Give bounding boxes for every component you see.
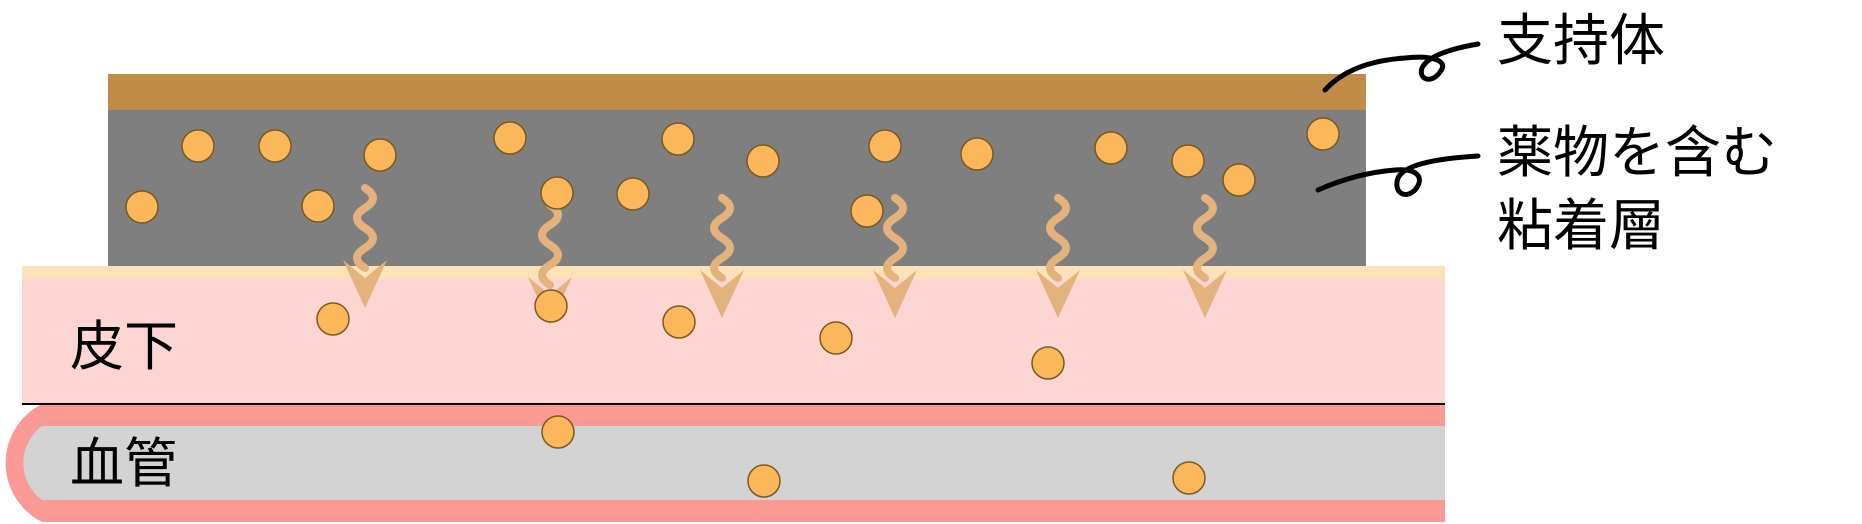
diffusion-arrow	[700, 194, 744, 318]
drug-particle	[541, 415, 575, 449]
support-leader-line	[1322, 41, 1481, 93]
adhesive-leader-line	[1315, 153, 1481, 197]
skin-label: 皮下	[70, 315, 178, 378]
drug-particle	[1031, 346, 1065, 380]
drug-particle	[616, 177, 650, 211]
drug-particle	[125, 190, 159, 224]
drug-particle	[493, 121, 527, 155]
drug-particle	[747, 464, 781, 498]
drug-particle	[534, 289, 568, 323]
drug-particle	[258, 129, 292, 163]
diffusion-arrow	[1183, 194, 1227, 318]
diffusion-arrow	[343, 184, 387, 308]
drug-particle	[1171, 144, 1205, 178]
drug-particle	[1094, 131, 1128, 165]
drug-particle	[662, 305, 696, 339]
leader-lines	[1315, 41, 1481, 197]
drug-particle	[850, 194, 884, 228]
support-layer	[108, 74, 1366, 110]
drug-particle	[181, 129, 215, 163]
adhesive-layer	[108, 110, 1366, 266]
drug-particle	[661, 122, 695, 156]
drug-particle	[746, 144, 780, 178]
patch	[108, 74, 1366, 266]
drug-particle	[1306, 117, 1340, 151]
drug-particle	[363, 138, 397, 172]
skin-surface-band	[22, 266, 1445, 279]
drug-particle	[1172, 461, 1206, 495]
vessel-label: 血管	[70, 432, 178, 495]
drug-particle	[540, 176, 574, 210]
support-label: 支持体	[1497, 9, 1665, 74]
drug-particles	[125, 117, 1340, 498]
diffusion-arrow	[1036, 194, 1080, 318]
diffusion-arrow	[873, 194, 917, 318]
drug-particle	[819, 321, 853, 355]
vessel-lumen	[23, 426, 1446, 500]
adhesive-label-line1: 薬物を含む	[1497, 121, 1777, 186]
drug-particle	[1222, 163, 1256, 197]
blood-vessel	[5, 404, 1446, 522]
drug-particle	[868, 129, 902, 163]
drug-particle	[960, 137, 994, 171]
drug-particle	[301, 189, 335, 223]
drug-particle	[316, 302, 350, 336]
adhesive-label-line2: 粘着層	[1497, 194, 1665, 259]
